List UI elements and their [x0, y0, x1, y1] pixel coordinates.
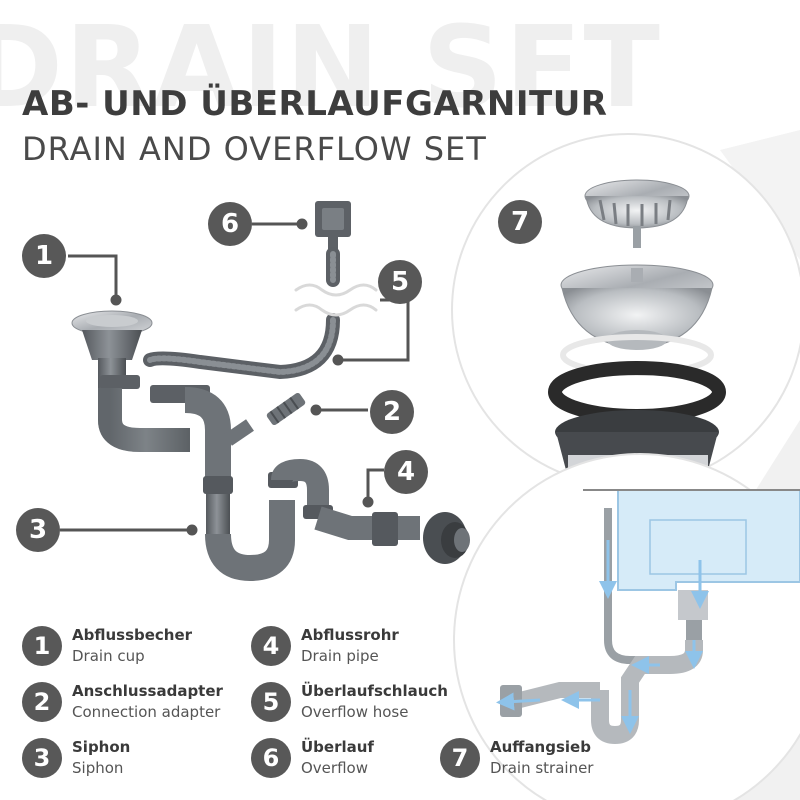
legend-label-en: Drain pipe — [301, 647, 379, 665]
legend-label-en: Drain cup — [72, 647, 145, 665]
legend-number: 4 — [251, 626, 291, 666]
callout-5: 5 — [378, 260, 422, 304]
legend-label-de: Abflussbecher — [72, 626, 193, 644]
overflow-part — [315, 201, 351, 254]
callout-1: 1 — [22, 234, 66, 278]
siphon — [98, 385, 333, 582]
legend-label-en: Connection adapter — [72, 703, 221, 721]
callout-6: 6 — [208, 202, 252, 246]
legend-label-de: Anschlussadapter — [72, 682, 223, 700]
legend-label-de: Überlaufschlauch — [301, 682, 448, 700]
legend-label-en: Siphon — [72, 759, 124, 777]
overflow-hose — [143, 247, 378, 380]
legend-label-de: Abflussrohr — [301, 626, 399, 644]
legend-number: 6 — [251, 738, 291, 778]
legend-number: 5 — [251, 682, 291, 722]
callout-7: 7 — [498, 200, 542, 244]
watermark-text: DRAIN SET — [0, 8, 662, 128]
page-title: AB- UND ÜBERLAUFGARNITUR — [22, 84, 608, 124]
legend-label-en: Overflow hose — [301, 703, 409, 721]
legend-label-en: Drain strainer — [490, 759, 594, 777]
callout-3: 3 — [16, 508, 60, 552]
callout-4: 4 — [384, 450, 428, 494]
legend-number: 3 — [22, 738, 62, 778]
drain-cup — [71, 310, 153, 389]
legend-label-de: Siphon — [72, 738, 131, 756]
legend-number: 1 — [22, 626, 62, 666]
legend-label-de: Überlauf — [301, 738, 374, 756]
legend-label-en: Overflow — [301, 759, 368, 777]
legend-number: 2 — [22, 682, 62, 722]
drain-pipe — [314, 506, 470, 564]
legend-number: 7 — [440, 738, 480, 778]
callout-2: 2 — [370, 390, 414, 434]
connection-adapter — [266, 392, 306, 426]
installation-diagram — [453, 453, 800, 800]
strainer-panel — [451, 133, 800, 487]
page-subtitle: DRAIN AND OVERFLOW SET — [22, 130, 487, 168]
legend-label-de: Auffangsieb — [490, 738, 591, 756]
